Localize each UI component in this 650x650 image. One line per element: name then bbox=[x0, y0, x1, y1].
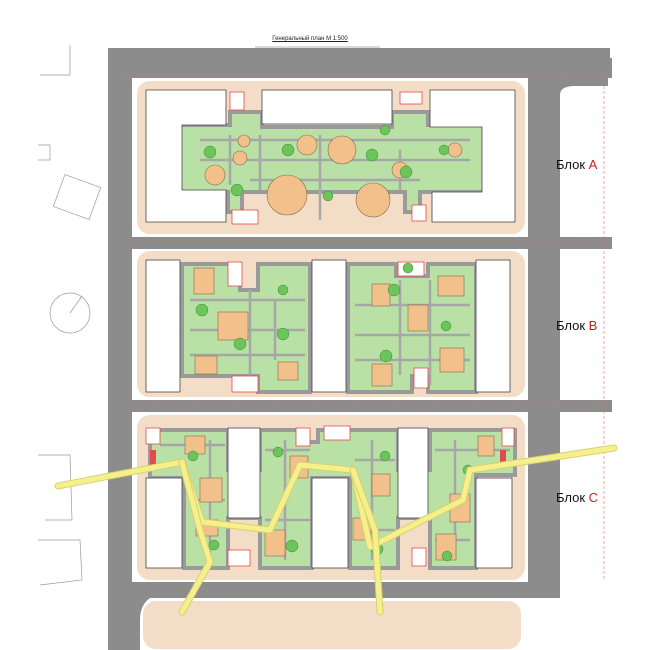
neighbor-outlines bbox=[38, 45, 380, 586]
tree-icon bbox=[230, 183, 244, 197]
tree-icon bbox=[276, 327, 290, 341]
tree-icon bbox=[379, 450, 391, 462]
block-b bbox=[145, 259, 511, 394]
buildings-a bbox=[145, 89, 516, 223]
north-arrow-icon bbox=[49, 292, 91, 334]
plan-title: Генеральный план М 1:500 bbox=[272, 36, 348, 42]
tree-icon bbox=[195, 303, 209, 317]
playgrounds-b bbox=[193, 267, 465, 387]
stairs-icon bbox=[229, 91, 427, 225]
playgrounds-a bbox=[204, 134, 463, 218]
tree-icon bbox=[203, 145, 217, 159]
tree-icon bbox=[272, 446, 284, 458]
tree-icon bbox=[281, 143, 295, 157]
entrance-markers bbox=[150, 450, 506, 466]
tree-icon bbox=[379, 349, 393, 363]
tree-icon bbox=[322, 190, 334, 202]
tree-icon bbox=[187, 450, 199, 462]
buildings-c bbox=[145, 427, 513, 569]
road-network bbox=[108, 48, 612, 650]
block-label-letter: В bbox=[588, 318, 598, 333]
block-a bbox=[145, 89, 516, 225]
block-label-word: Блок bbox=[556, 490, 586, 505]
tree-icon bbox=[365, 148, 379, 162]
stairs-icon bbox=[145, 425, 515, 567]
block-label-b: Блок В bbox=[556, 318, 597, 333]
block-label-letter: А bbox=[588, 157, 598, 172]
block-label-c: Блок С bbox=[556, 490, 598, 505]
tree-icon bbox=[387, 283, 401, 297]
tree-icon bbox=[399, 165, 413, 179]
tree-icon bbox=[277, 284, 289, 296]
tree-icon bbox=[440, 320, 452, 332]
boundary-lines bbox=[120, 75, 612, 580]
tree-icon bbox=[402, 262, 414, 274]
tree-icon bbox=[208, 539, 220, 551]
block-c bbox=[145, 425, 517, 570]
pedestrian-routes bbox=[54, 444, 618, 616]
block-label-word: Блок bbox=[556, 157, 586, 172]
buildings-b bbox=[145, 259, 511, 393]
tree-icon bbox=[379, 124, 391, 136]
tree-icon bbox=[233, 337, 247, 351]
tree-icon bbox=[438, 144, 450, 156]
block-label-letter: С bbox=[588, 490, 599, 505]
block-label-a: Блок А bbox=[556, 157, 597, 172]
tree-icon bbox=[441, 550, 453, 562]
block-label-word: Блок bbox=[556, 318, 586, 333]
tree-icon bbox=[285, 539, 299, 553]
